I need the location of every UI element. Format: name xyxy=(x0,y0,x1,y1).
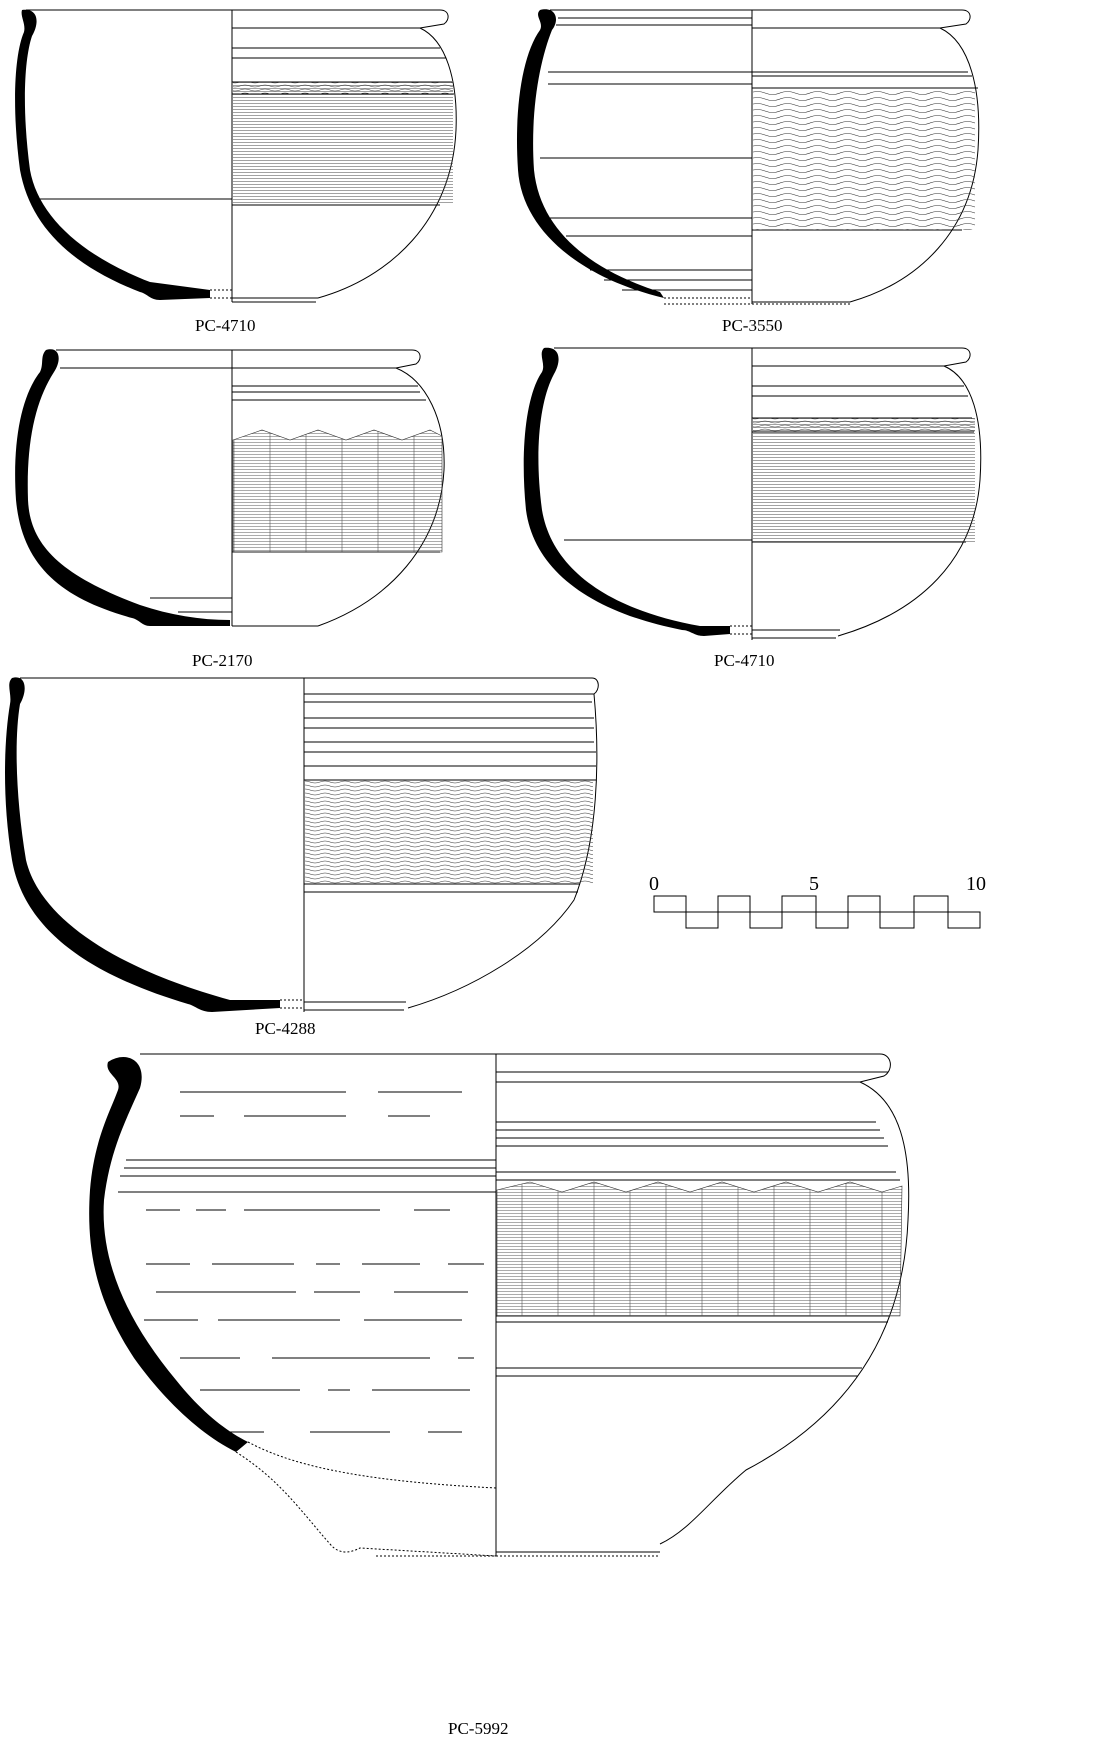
vessel-pc-4710-b: PC-4710 xyxy=(523,347,982,670)
vessel-label: PC-2170 xyxy=(192,651,252,670)
scale-tick-0: 0 xyxy=(649,873,659,895)
scale-tick-5: 5 xyxy=(809,873,819,895)
combed-band xyxy=(496,1181,903,1317)
scale-tick-10: 10 xyxy=(966,873,986,895)
vessel-pc-5992: PC-5992 xyxy=(89,1053,910,1738)
vessel-pc-2170: PC-2170 xyxy=(15,349,445,670)
vessel-label: PC-4710 xyxy=(714,651,774,670)
vessel-pc-4288: PC-4288 xyxy=(5,677,599,1038)
combed-band xyxy=(753,418,975,542)
vessel-pc-3550: PC-3550 xyxy=(516,9,980,335)
throwing-marks xyxy=(144,1091,484,1433)
vessel-label: PC-4710 xyxy=(195,316,255,335)
vessel-section-profile xyxy=(523,347,730,636)
vessel-label: PC-3550 xyxy=(722,316,782,335)
vessel-section-profile xyxy=(5,677,280,1012)
vessel-label: PC-4288 xyxy=(255,1019,315,1038)
combed-band xyxy=(233,82,453,205)
vessel-pc-4710-a: PC-4710 xyxy=(15,9,457,335)
scale-bar: 0 5 10 xyxy=(649,873,986,929)
vessel-label: PC-5992 xyxy=(448,1719,508,1738)
combed-band xyxy=(305,780,593,884)
combed-band xyxy=(753,89,975,230)
vessel-section-profile xyxy=(89,1057,248,1452)
vessel-section-profile xyxy=(516,9,664,298)
vessel-section-profile xyxy=(15,349,230,626)
combed-band xyxy=(232,429,443,553)
vessel-section-profile xyxy=(15,9,210,300)
